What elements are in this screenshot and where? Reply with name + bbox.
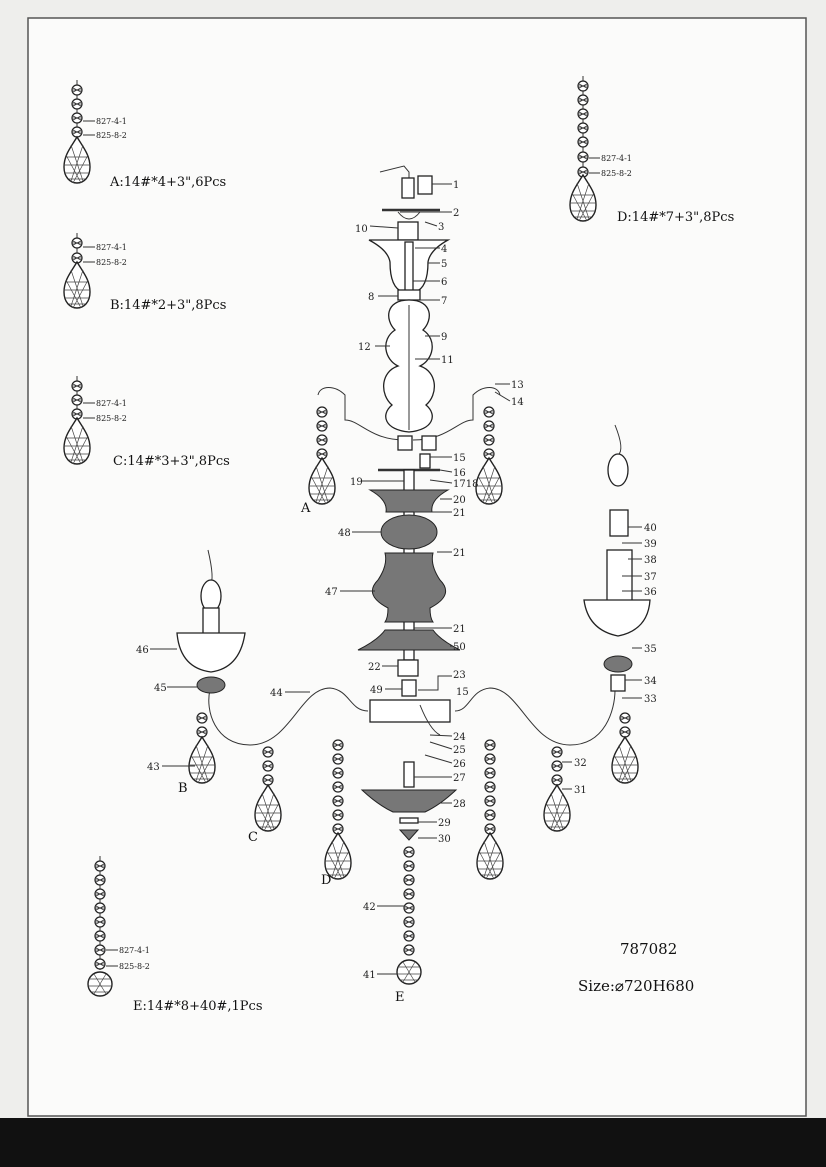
label-p31: 31 xyxy=(574,785,587,796)
label-p39: 39 xyxy=(644,539,657,550)
pendant-d-caption: D:14#*7+3",8Pcs xyxy=(617,210,734,225)
label-p21b: 21 xyxy=(453,548,466,559)
leader-lines xyxy=(150,183,642,975)
label-p2: 2 xyxy=(453,208,459,219)
label-p23: 23 xyxy=(453,670,466,681)
label-code2: 825-8-2 xyxy=(119,962,150,971)
label-p21a: 21 xyxy=(453,508,466,519)
label-a: A xyxy=(300,501,311,516)
label-p38: 38 xyxy=(644,555,657,566)
label-code1: 827-4-1 xyxy=(96,117,127,126)
label-p1718: 1718 xyxy=(453,479,478,490)
label-p34: 34 xyxy=(644,676,657,687)
model-number: 787082 xyxy=(620,940,677,958)
label-p20: 20 xyxy=(453,495,466,506)
label-p50: 50 xyxy=(453,642,466,653)
label-p37: 37 xyxy=(644,572,657,583)
pendant-letters: A B C D E xyxy=(178,501,405,1005)
label-p22: 22 xyxy=(368,662,381,673)
pendant-a-caption: A:14#*4+3",6Pcs xyxy=(109,175,226,190)
label-p26: 26 xyxy=(453,759,466,770)
label-c: C xyxy=(248,830,258,845)
label-p7: 7 xyxy=(441,296,447,307)
label-p33: 33 xyxy=(644,694,657,705)
label-code2: 825-8-2 xyxy=(96,414,127,423)
label-p4: 4 xyxy=(441,244,447,255)
callout-labels: 1 2 3 10 4 5 6 8 7 9 12 11 13 14 15 16 1… xyxy=(136,180,657,981)
label-p24: 24 xyxy=(453,732,466,743)
label-e: E xyxy=(395,990,405,1005)
label-p8: 8 xyxy=(368,292,374,303)
label-p25: 25 xyxy=(453,745,466,756)
label-p1: 1 xyxy=(453,180,459,191)
label-code1: 827-4-1 xyxy=(96,399,127,408)
label-p42: 42 xyxy=(363,902,376,913)
label-p35: 35 xyxy=(644,644,657,655)
label-p14: 14 xyxy=(511,397,524,408)
label-p6: 6 xyxy=(441,277,447,288)
label-b: B xyxy=(178,781,188,796)
pendant-a-legend: 827-4-1 825-8-2 A:14#*4+3",6Pcs xyxy=(63,80,226,190)
pendant-b-legend: 827-4-1 825-8-2 B:14#*2+3",8Pcs xyxy=(63,233,226,313)
pendant-c-caption: C:14#*3+3",8Pcs xyxy=(113,454,230,469)
label-p48: 48 xyxy=(338,528,351,539)
label-p30: 30 xyxy=(438,834,451,845)
label-p45: 45 xyxy=(154,683,167,694)
label-p32: 32 xyxy=(574,758,587,769)
label-p11: 11 xyxy=(441,355,454,366)
label-code2: 825-8-2 xyxy=(96,131,127,140)
label-code1: 827-4-1 xyxy=(119,946,150,955)
pendant-e-caption: E:14#*8+40#,1Pcs xyxy=(133,999,263,1014)
pendant-c-legend: 827-4-1 825-8-2 C:14#*3+3",8Pcs xyxy=(63,376,230,469)
label-p3: 3 xyxy=(438,222,444,233)
label-p16: 16 xyxy=(453,468,466,479)
label-p41: 41 xyxy=(363,970,376,981)
pendant-b-caption: B:14#*2+3",8Pcs xyxy=(110,298,226,313)
pendant-e-legend: 827-4-1 825-8-2 E:14#*8+40#,1Pcs xyxy=(87,856,263,1014)
label-p29: 29 xyxy=(438,818,451,829)
label-code1: 827-4-1 xyxy=(601,154,632,163)
label-p15a: 15 xyxy=(453,453,466,464)
label-p21c: 21 xyxy=(453,624,466,635)
pendant-d-legend: 827-4-1 825-8-2 D:14#*7+3",8Pcs xyxy=(569,76,734,225)
label-p5: 5 xyxy=(441,259,447,270)
label-p13: 13 xyxy=(511,380,524,391)
label-p10: 10 xyxy=(355,224,368,235)
size-spec: Size:⌀720H680 xyxy=(578,977,694,995)
label-p12: 12 xyxy=(358,342,371,353)
label-p36: 36 xyxy=(644,587,657,598)
chandelier-body xyxy=(176,165,651,841)
label-p9: 9 xyxy=(441,332,447,343)
label-p15b: 15 xyxy=(456,687,469,698)
label-d: D xyxy=(321,873,331,888)
label-p47: 47 xyxy=(325,587,338,598)
label-p44: 44 xyxy=(270,688,283,699)
label-p43: 43 xyxy=(147,762,160,773)
scan-edge xyxy=(0,1118,826,1167)
label-code2: 825-8-2 xyxy=(601,169,632,178)
label-p49: 49 xyxy=(370,685,383,696)
label-p27: 27 xyxy=(453,773,466,784)
label-code1: 827-4-1 xyxy=(96,243,127,252)
label-p19: 19 xyxy=(350,477,363,488)
label-p28: 28 xyxy=(453,799,466,810)
label-p40: 40 xyxy=(644,523,657,534)
label-code2: 825-8-2 xyxy=(96,258,127,267)
label-p46: 46 xyxy=(136,645,149,656)
